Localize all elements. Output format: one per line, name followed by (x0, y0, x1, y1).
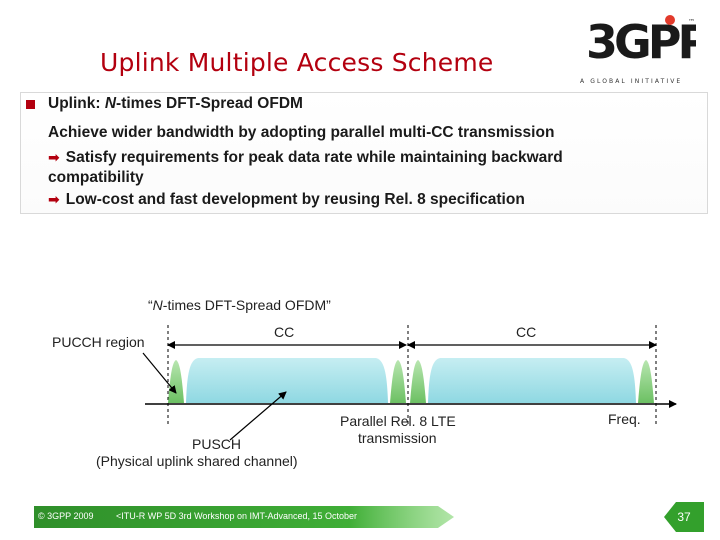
pucch-lobe-cc2-left (410, 360, 426, 403)
parallel-label-line1: Parallel Rel. 8 LTE (340, 413, 456, 429)
footer-bar (34, 506, 454, 528)
bullet-line-3: ➡ Low-cost and fast development by reusin… (48, 191, 525, 209)
bullet-box (20, 92, 708, 214)
page-number: 37 (677, 510, 691, 524)
bullet-heading-prefix: Uplink (48, 95, 96, 112)
diagram-title-quote: “ (148, 297, 153, 313)
bullet-heading-sep: : (95, 95, 105, 112)
bullet-line-1: Achieve wider bandwidth by adopting para… (48, 124, 555, 141)
pusch-label-line1: PUSCH (192, 436, 242, 452)
3gpp-logo-mark: 3GPP ™ (586, 15, 696, 66)
pusch-label-line2: (Physical uplink shared channel) (96, 453, 298, 469)
pucch-pointer-arrow (142, 352, 177, 394)
pusch-pointer-arrow (229, 391, 287, 441)
diagram-title-rest: -times DFT-Spread OFDM” (162, 297, 331, 313)
parallel-label-line2: transmission (358, 430, 437, 446)
pusch-block-cc1 (186, 358, 388, 403)
cc1-label: CC (274, 324, 295, 340)
footer-event-cont: 2009> (38, 528, 64, 538)
square-bullet-icon (26, 100, 35, 109)
logo-tm: ™ (688, 18, 695, 26)
bullet-line-2a: ➡ Satisfy requirements for peak data rate… (48, 149, 563, 167)
freq-label: Freq. (608, 411, 641, 427)
slide-title: Uplink Multiple Access Scheme (100, 48, 494, 77)
logo-text: 3GPP (586, 15, 696, 66)
diagram-title-em: N (152, 297, 163, 313)
pucch-lobe-cc2-right (638, 360, 654, 403)
bullet-heading: Uplink: N-times DFT-Spread OFDM (48, 95, 303, 113)
logo-red-dot (665, 15, 675, 25)
right-arrow-icon: ➡ (48, 149, 60, 165)
bullet-heading-em: N (104, 95, 117, 112)
footer-copyright: © 3GPP 2009 (38, 511, 94, 521)
3gpp-logo: 3GPP ™ A GLOBAL INITIATIVE (578, 12, 702, 92)
bullet-line-3-text: Low-cost and fast development by reusing… (65, 191, 525, 208)
footer-event: <ITU-R WP 5D 3rd Workshop on IMT-Advance… (116, 511, 358, 521)
bullet-line-2b: compatibility (48, 169, 144, 186)
bullet-heading-rest: -times DFT-Spread OFDM (116, 95, 303, 112)
pucch-lobe-cc1-right (390, 360, 406, 403)
bullet-line-2a-text: Satisfy requirements for peak data rate … (65, 149, 563, 166)
pucch-lobe-cc1-left (168, 360, 184, 403)
logo-tagline: A GLOBAL INITIATIVE (580, 78, 683, 85)
pusch-block-cc2 (428, 358, 636, 403)
right-arrow-icon: ➡ (48, 191, 60, 207)
pucch-region-label: PUCCH region (52, 334, 145, 350)
page-number-box (664, 502, 704, 532)
cc2-label: CC (516, 324, 537, 340)
diagram-title: “N-times DFT-Spread OFDM” (148, 297, 331, 313)
